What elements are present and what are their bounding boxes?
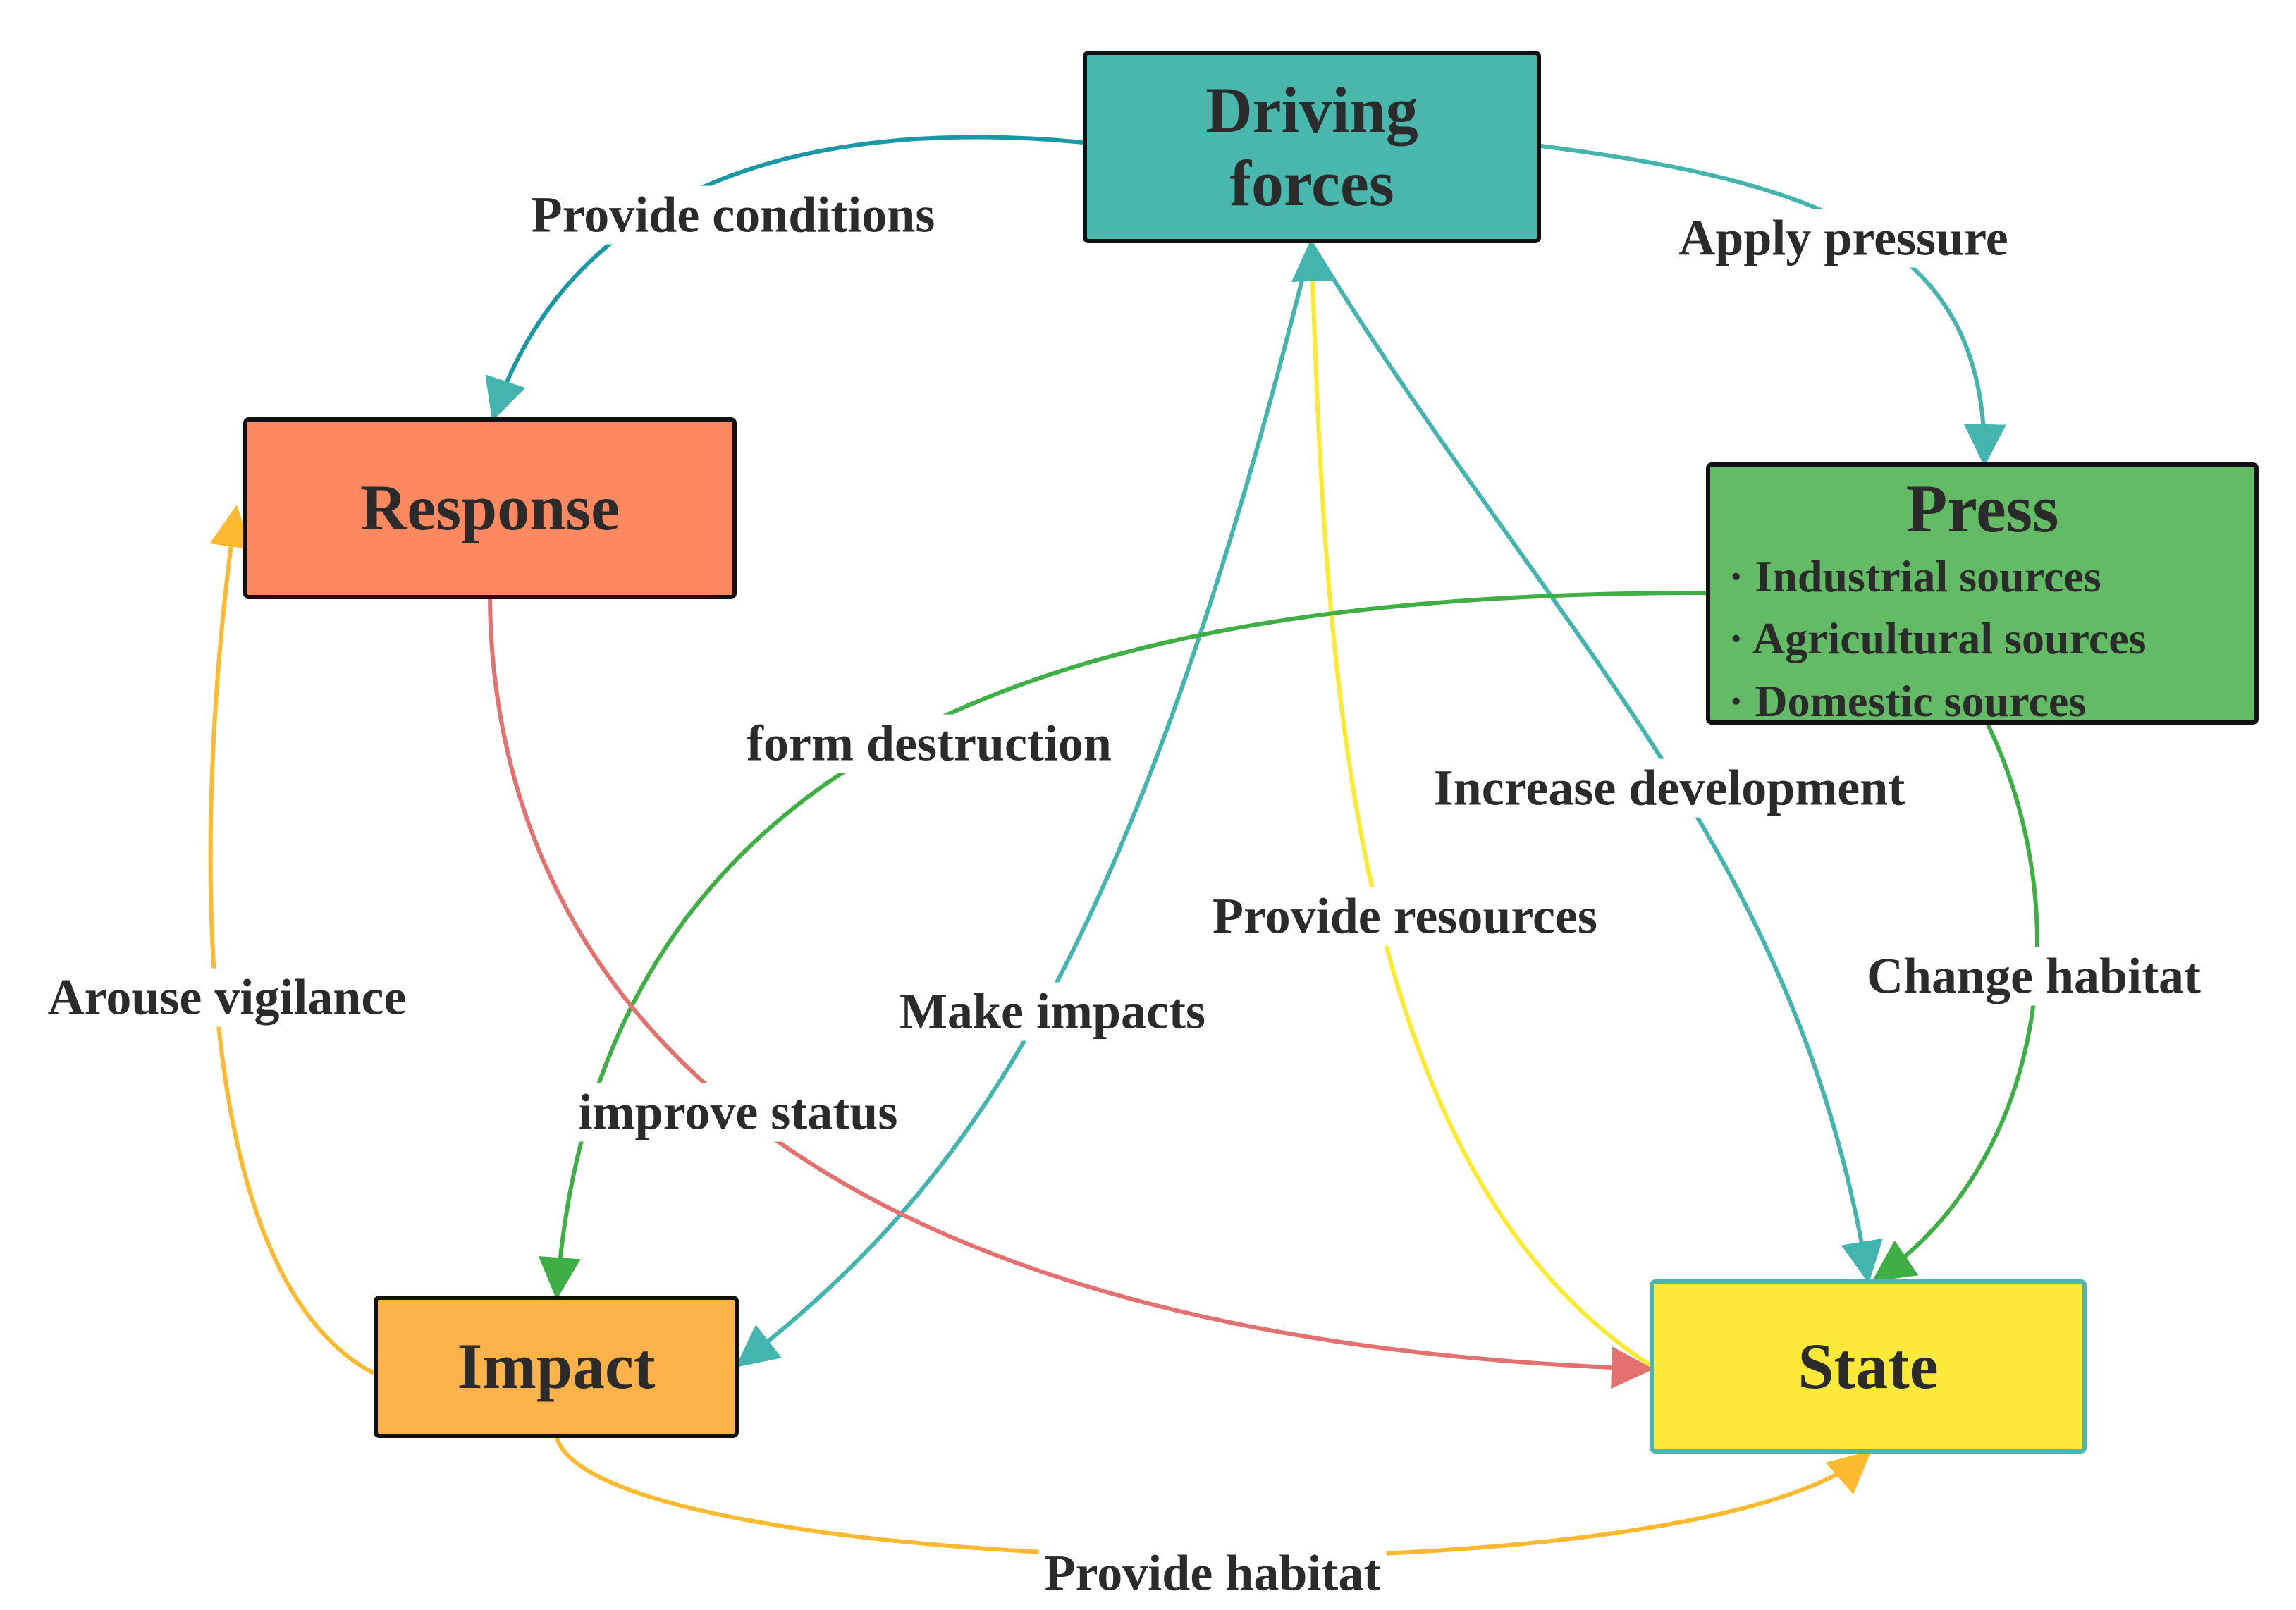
label-increase-development: Increase development: [1428, 758, 1911, 818]
label-apply-pressure: Apply pressure: [1673, 209, 2014, 268]
label-provide-habitat: Provide habitat: [1038, 1544, 1387, 1603]
edge-make-impacts: [735, 242, 1313, 1368]
node-impact: Impact: [374, 1296, 739, 1438]
label-provide-resources: Provide resources: [1207, 887, 1603, 946]
press-item-agricultural: · Agricultural sources: [1729, 613, 2147, 664]
node-press-title: Press: [1905, 471, 2059, 546]
label-provide-conditions: Provide conditions: [525, 185, 941, 245]
label-change-habitat: Change habitat: [1860, 947, 2207, 1006]
node-state-title: State: [1798, 1329, 1939, 1402]
edge-provide-resources: [1291, 239, 1651, 1367]
press-item-industrial: · Industrial sources: [1729, 551, 2101, 601]
edge-apply-pressure: [1540, 144, 2006, 467]
edge-arouse-vigilance: [208, 505, 375, 1375]
node-press: Press · Industrial sources · Agricultura…: [1706, 462, 2259, 726]
edge-change-habitat: [1872, 723, 2039, 1282]
press-item-domestic: · Domestic sources: [1729, 675, 2087, 726]
label-make-impacts: Make impacts: [894, 982, 1211, 1041]
label-improve-status: improve status: [572, 1083, 904, 1142]
node-response-title: Response: [360, 472, 620, 544]
node-response: Response: [243, 417, 737, 599]
label-form-destruction: form destruction: [741, 714, 1117, 773]
node-driving-forces: Driving forces: [1083, 51, 1541, 243]
node-driving-forces-line2: forces: [1229, 147, 1394, 219]
press-source-list: · Industrial sources · Agricultural sour…: [1729, 546, 2147, 732]
node-driving-forces-line1: Driving: [1205, 74, 1418, 147]
node-state: State: [1650, 1279, 2087, 1454]
edge-provide-conditions: [485, 135, 1083, 422]
edge-provide-habitat: [555, 1437, 1872, 1559]
edge-increase-development: [1309, 242, 1883, 1284]
node-impact-title: Impact: [457, 1330, 656, 1403]
label-arouse-vigilance: Arouse vigilance: [42, 968, 412, 1027]
